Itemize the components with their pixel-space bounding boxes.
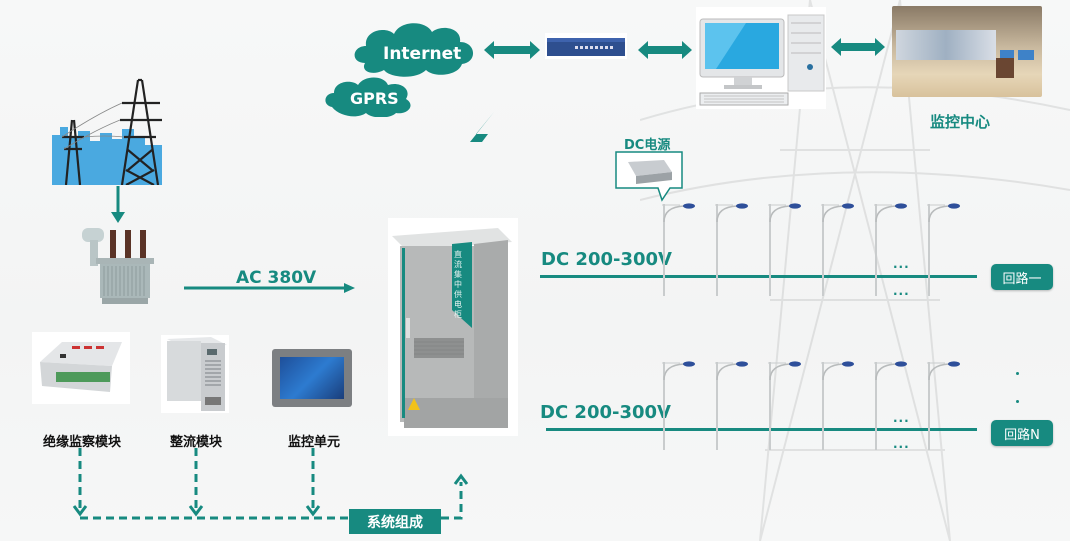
power-cabinet-icon: [392, 228, 512, 428]
monitoring-center-label: 监控中心: [930, 113, 991, 131]
system-composition-dashed-lines: [72, 448, 469, 520]
transformer-icon: [82, 228, 154, 304]
street-lamp-icon: [768, 203, 801, 296]
power-tower-icon: [52, 78, 162, 186]
insulation-monitor-image: [32, 332, 130, 404]
circuit-n-voltage-label: DC 200-300V: [540, 402, 671, 423]
dc-power-cabinet-image: 直流集中供电柜: [388, 218, 518, 436]
background-tower-watermark: [640, 0, 1070, 541]
street-lamp-icon: [768, 361, 801, 450]
dc-power-supply-icon: [628, 160, 672, 176]
down-arrow-icon: [111, 186, 125, 223]
component-label-rectifier: 整流模块: [170, 435, 223, 450]
system-composition-label: 系统组成: [349, 509, 441, 534]
street-lamp-icon: [874, 361, 907, 450]
transformer-image: [80, 220, 160, 305]
rectifier-module-icon: [167, 337, 227, 411]
monitoring-center-photo: [892, 6, 1042, 97]
street-lamp-icon: [662, 361, 695, 450]
ac-feed-arrow: [184, 283, 355, 293]
network-switch-image: [545, 33, 627, 59]
circuit-1-ellipsis-bottom: ...: [893, 284, 910, 298]
street-lamp-icon: [662, 203, 695, 296]
circuit-1-bus-line: [540, 275, 977, 278]
street-lamp-icon: [715, 203, 748, 296]
desktop-computer-icon: [699, 14, 825, 106]
street-lamp-icon: [874, 203, 907, 296]
street-lamp-icon: [821, 203, 854, 296]
street-lamp-icon: [821, 361, 854, 450]
insulation-monitor-icon: [40, 342, 122, 392]
internet-cloud-label: Internet: [383, 44, 462, 64]
gprs-cloud-label: GPRS: [350, 89, 399, 108]
circuit-1-ellipsis-top: ...: [893, 257, 910, 271]
wireless-lightning-icon: [458, 112, 494, 174]
network-switch-icon: [547, 38, 625, 56]
circuit-n-ellipsis-top: ...: [893, 411, 910, 425]
rectifier-module-image: [161, 335, 229, 413]
street-lamp-icon: [927, 361, 960, 450]
street-lamp-icon: [715, 361, 748, 450]
route-1-button[interactable]: 回路一: [991, 264, 1053, 290]
double-arrow-icon: [831, 38, 885, 56]
internet-cloud-icon: [354, 23, 474, 77]
circuit-n-bus-line: [546, 428, 977, 431]
more-circuits-dots: [1016, 372, 1019, 375]
route-n-button[interactable]: 回路N: [991, 420, 1053, 446]
ac-voltage-label: AC 380V: [236, 268, 317, 288]
circuit-1-voltage-label: DC 200-300V: [541, 249, 672, 270]
more-circuits-dots: [1016, 400, 1019, 403]
double-arrow-icon: [638, 41, 692, 59]
gprs-cloud-icon: [325, 77, 411, 117]
dc-power-callout: [615, 151, 683, 202]
cabinet-vertical-text: 直流集中供电柜: [454, 250, 462, 319]
circuit-n-ellipsis-bottom: ...: [893, 437, 910, 451]
component-label-monitor-unit: 监控单元: [288, 435, 341, 450]
computer-image: [696, 7, 826, 109]
touchscreen-icon: [280, 357, 344, 399]
dc-power-source-label: DC电源: [624, 138, 671, 153]
double-arrow-icon: [484, 41, 540, 59]
warning-sign-icon: [408, 398, 420, 410]
monitor-unit-image: [272, 349, 352, 407]
component-label-insulation: 绝缘监察模块: [43, 435, 122, 450]
street-lamp-icon: [927, 203, 960, 296]
power-grid-image: [50, 75, 165, 186]
